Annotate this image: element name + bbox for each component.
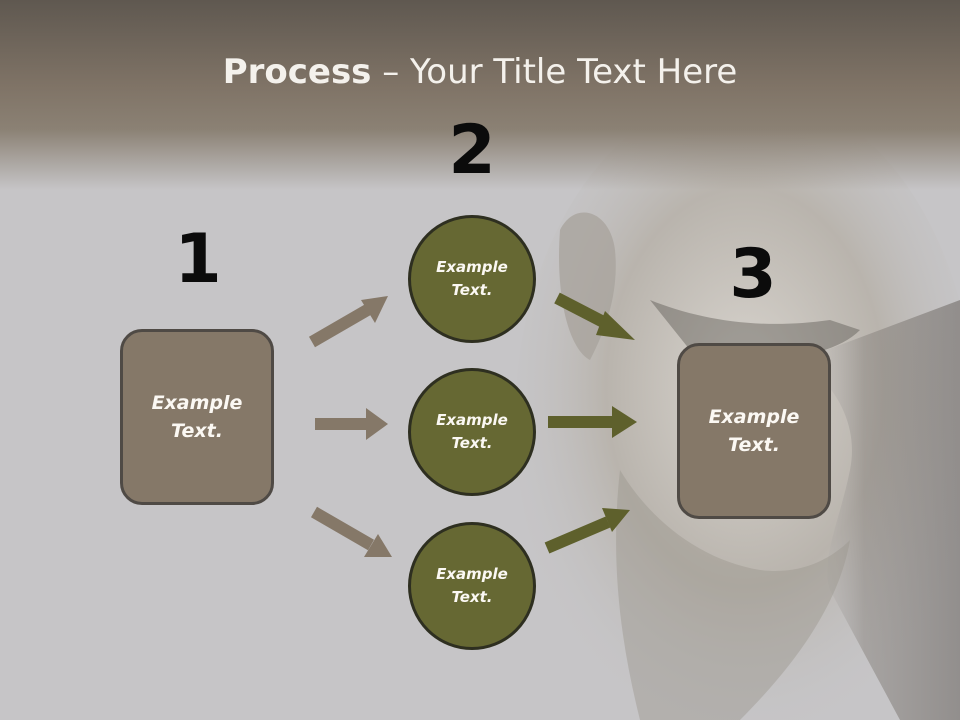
step-number-2: 2 (448, 111, 496, 190)
title-bold: Process (222, 52, 372, 92)
arrow-left-middle-head (366, 408, 388, 440)
step-number-1: 1 (174, 220, 222, 299)
arrow-left-down (310, 506, 375, 551)
circle-bottom-text: Example Text. (436, 564, 508, 606)
title-rest: – Your Title Text Here (371, 52, 738, 92)
arrow-right-up (544, 516, 611, 554)
step-2-circle-middle: Example Text. (408, 368, 536, 496)
circle-middle-text: Example Text. (436, 410, 508, 452)
arrow-left-down-head (364, 534, 392, 557)
step-2-circle-bottom: Example Text. (408, 522, 536, 650)
arrow-left-up (308, 303, 373, 348)
title-band (0, 0, 960, 190)
step-3-text: Example Text. (708, 405, 800, 457)
arrow-right-up-head (602, 508, 630, 532)
step-2-circle-top: Example Text. (408, 215, 536, 343)
arrow-left-up-head (361, 296, 388, 323)
slide-title: Process – Your Title Text Here (0, 52, 960, 92)
circle-top-text: Example Text. (436, 257, 508, 299)
step-1-box: Example Text. (120, 329, 274, 505)
step-3-box: Example Text. (677, 343, 831, 519)
arrow-right-down-head (596, 311, 635, 340)
step-number-3: 3 (729, 235, 777, 314)
step-1-text: Example Text. (151, 391, 243, 443)
arrow-right-middle-head (612, 406, 637, 438)
